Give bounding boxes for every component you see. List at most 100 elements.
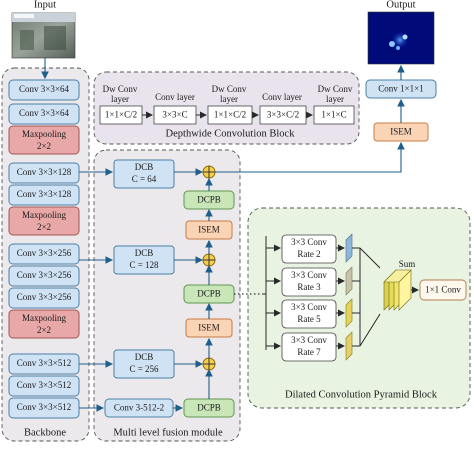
backbone-conv128-1: Conv 3×3×128 bbox=[8, 162, 80, 184]
dw-kernel-3: 1×1×C/2 bbox=[207, 105, 253, 125]
dw-kernel-4: 3×3×C/2 bbox=[259, 105, 307, 125]
backbone-conv256-3-label: Conv 3×3×256 bbox=[17, 292, 72, 302]
dcpb-2-label: DCPB bbox=[197, 289, 221, 299]
backbone-maxpool-1-line2: 2×2 bbox=[37, 141, 51, 151]
dw-kernel-4-label: 3×3×C/2 bbox=[267, 110, 299, 120]
backbone-maxpool-3-line1: Maxpooling bbox=[22, 313, 66, 323]
backbone-conv512-3: Conv 3×3×512 bbox=[8, 397, 80, 419]
dcpb-3-label: DCPB bbox=[197, 403, 221, 413]
dcb-256: DCB C = 256 bbox=[113, 349, 175, 379]
backbone-conv64-1: Conv 3×3×64 bbox=[8, 79, 80, 101]
isem-1-label: ISEM bbox=[198, 225, 220, 235]
feature-map-rate2 bbox=[336, 233, 353, 263]
backbone-maxpool-3-line2: 2×2 bbox=[37, 325, 51, 335]
output-isem: ISEM bbox=[373, 122, 429, 142]
backbone-maxpool-2-line1: Maxpooling bbox=[22, 210, 66, 220]
backbone-maxpool-2: Maxpooling 2×2 bbox=[8, 206, 80, 236]
dilated-conv-rate2: 3×3 Conv Rate 2 bbox=[266, 234, 337, 264]
dw-label-3-line1: Dw Conv bbox=[318, 84, 353, 94]
backbone-conv64-1-label: Conv 3×3×64 bbox=[19, 84, 69, 94]
dw-kernel-2-label: 3×3×C bbox=[162, 110, 187, 120]
sum-node-3 bbox=[202, 357, 216, 371]
dw-kernel-1: 1×1×C/2 bbox=[99, 105, 143, 125]
backbone-maxpool-1: Maxpooling 2×2 bbox=[8, 125, 80, 155]
dcb-64-title: DCB bbox=[135, 162, 154, 172]
backbone-conv64-2-label: Conv 3×3×64 bbox=[19, 108, 69, 118]
isem-2: ISEM bbox=[185, 318, 233, 338]
rate2-conv-label: 3×3 Conv bbox=[291, 237, 327, 247]
backbone-conv128-2: Conv 3×3×128 bbox=[8, 184, 80, 206]
backbone-conv512-2-label: Conv 3×3×512 bbox=[17, 380, 71, 390]
sum-label: Sum bbox=[399, 259, 416, 269]
dcb-128-channels: C = 128 bbox=[129, 260, 159, 270]
dcpb-3: DCPB bbox=[183, 398, 235, 418]
fusion-title: Multi level fusion module bbox=[113, 427, 223, 438]
dw-label-1-line1: Dw Conv bbox=[103, 84, 138, 94]
dcb-128-title: DCB bbox=[135, 248, 154, 258]
dw-label-3-line2: layer bbox=[326, 94, 344, 104]
rate3-label: Rate 3 bbox=[297, 282, 321, 292]
backbone-conv256-2: Conv 3×3×256 bbox=[8, 265, 80, 287]
dcpb-1: DCPB bbox=[183, 190, 235, 210]
rate7-label: Rate 7 bbox=[297, 347, 321, 357]
backbone-conv512-1: Conv 3×3×512 bbox=[8, 353, 80, 375]
backbone-conv256-1-label: Conv 3×3×256 bbox=[17, 248, 72, 258]
rate2-label: Rate 2 bbox=[297, 249, 320, 259]
dw-label-2-line2: layer bbox=[220, 94, 238, 104]
backbone-conv128-1-label: Conv 3×3×128 bbox=[17, 167, 72, 177]
dw-conv-label-2: Conv layer bbox=[262, 92, 302, 102]
backbone-conv256-1: Conv 3×3×256 bbox=[8, 243, 80, 265]
feature-map-rate5 bbox=[336, 298, 353, 328]
sum-stack bbox=[383, 269, 412, 311]
rate3-conv-label: 3×3 Conv bbox=[291, 270, 327, 280]
dw-kernel-2: 3×3×C bbox=[153, 105, 197, 125]
dw-conv-label-1: Conv layer bbox=[155, 92, 195, 102]
dilated-conv-rate7: 3×3 Conv Rate 7 bbox=[266, 332, 337, 362]
pyramid-block-panel bbox=[247, 207, 471, 409]
dilated-conv-rate3: 3×3 Conv Rate 3 bbox=[266, 267, 337, 297]
conv-3-512-2-label: Conv 3-512-2 bbox=[114, 403, 164, 413]
backbone-conv128-2-label: Conv 3×3×128 bbox=[17, 189, 72, 199]
backbone-maxpool-2-line2: 2×2 bbox=[37, 222, 51, 232]
dcb-256-channels: C = 256 bbox=[129, 364, 159, 374]
dcpb-1-label: DCPB bbox=[197, 195, 221, 205]
dw-kernel-5: 1×1×C bbox=[313, 105, 355, 125]
merge-line-2 bbox=[359, 313, 381, 347]
feature-map-rate3 bbox=[336, 266, 353, 296]
sum1-to-output-isem-arrow bbox=[215, 141, 405, 173]
dcpb-2: DCPB bbox=[183, 284, 235, 304]
backbone-conv64-2: Conv 3×3×64 bbox=[8, 103, 80, 125]
dw-kernel-1-label: 1×1×C/2 bbox=[105, 110, 137, 120]
backbone-conv512-1-label: Conv 3×3×512 bbox=[17, 358, 71, 368]
backbone-conv256-3: Conv 3×3×256 bbox=[8, 287, 80, 309]
conv-1x1-box: 1×1 Conv bbox=[419, 279, 467, 301]
dw-label-2-line1: Dw Conv bbox=[212, 84, 247, 94]
dilated-conv-rate5: 3×3 Conv Rate 5 bbox=[266, 299, 337, 329]
feature-map-rate7 bbox=[336, 331, 353, 361]
dcb-256-title: DCB bbox=[135, 352, 154, 362]
output-image bbox=[367, 11, 435, 65]
sum-node-2 bbox=[202, 253, 216, 267]
dw-label-1-line2: layer bbox=[111, 94, 129, 104]
backbone-conv512-3-label: Conv 3×3×512 bbox=[17, 402, 71, 412]
backbone-conv256-2-label: Conv 3×3×256 bbox=[17, 270, 72, 280]
rate5-conv-label: 3×3 Conv bbox=[291, 302, 327, 312]
rate7-conv-label: 3×3 Conv bbox=[291, 335, 327, 345]
output-label: Output bbox=[386, 0, 415, 10]
conv-1x1-label: 1×1 Conv bbox=[425, 285, 461, 295]
backbone-conv512-2: Conv 3×3×512 bbox=[8, 375, 80, 397]
output-conv-label: Conv 1×1×1 bbox=[378, 84, 423, 94]
dcb-64-channels: C = 64 bbox=[132, 174, 157, 184]
pyramid-block-title: Dilated Convolution Pyramid Block bbox=[285, 389, 438, 400]
isem-2-label: ISEM bbox=[198, 323, 220, 333]
input-image bbox=[11, 12, 76, 59]
merge-line-1 bbox=[359, 247, 381, 269]
dcb-128: DCB C = 128 bbox=[113, 245, 175, 275]
backbone-maxpool-1-line1: Maxpooling bbox=[22, 129, 66, 139]
rate5-label: Rate 5 bbox=[297, 314, 321, 324]
dw-kernel-5-label: 1×1×C bbox=[321, 110, 346, 120]
depthwise-block-title: Depthwide Convolution Block bbox=[166, 128, 296, 139]
conv-3-512-2: Conv 3-512-2 bbox=[104, 398, 174, 418]
